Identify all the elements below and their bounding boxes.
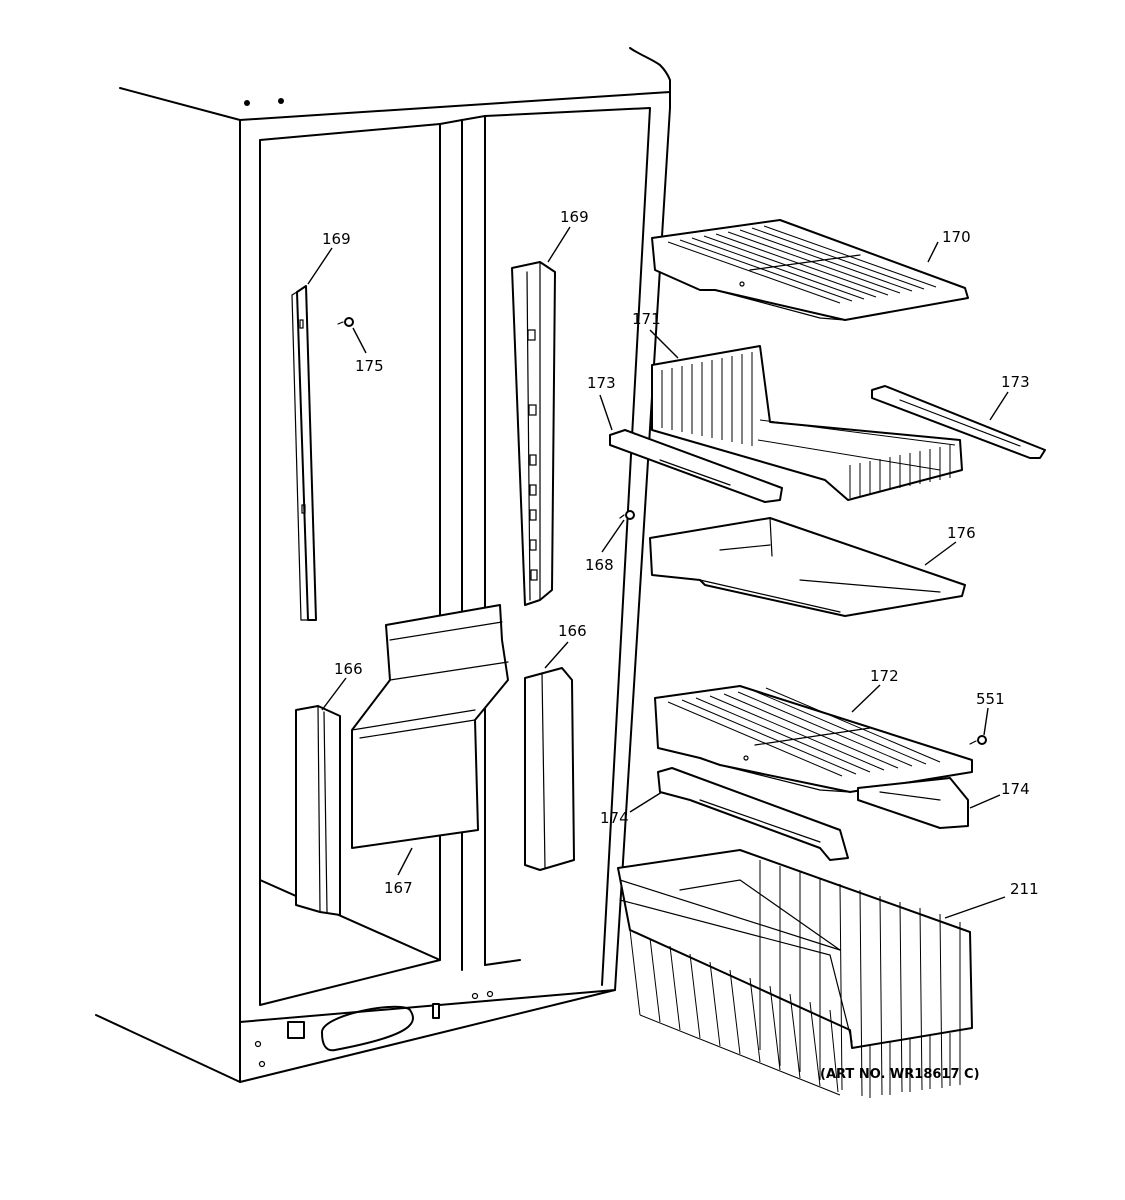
screw-551 [969,735,987,745]
screw-175 [337,317,354,327]
drawer-slide-right [857,777,969,829]
screw-168 [619,510,635,520]
callout-166-left: 166 [334,660,363,678]
shelf-rail-right [511,261,556,606]
callout-167: 167 [384,879,413,897]
callout-173-right: 173 [1001,373,1030,391]
basket-rail-right [871,385,1046,459]
freezer-basket-211 [617,849,973,1098]
callout-171: 171 [632,310,661,328]
callout-170: 170 [942,228,971,246]
air-duct-cover [351,604,509,849]
basket-rail-left [609,429,783,503]
shelf-rail-left [291,285,317,621]
callout-174-right: 174 [1001,780,1030,798]
drawer-slide-left [657,767,849,861]
shelf-172 [654,685,973,793]
callout-551: 551 [976,690,1005,708]
trim-left [295,705,341,916]
leader-lines [307,226,1009,919]
shelf-frame-176 [649,517,966,617]
callout-175: 175 [355,357,384,375]
shelf-170 [651,219,969,321]
callout-176: 176 [947,524,976,542]
callout-173-left: 173 [587,374,616,392]
callout-168: 168 [585,556,614,574]
callout-169-right: 169 [560,208,589,226]
callout-166-right: 166 [558,622,587,640]
freezer-cabinet [95,47,671,1083]
basket-171 [651,345,963,501]
callout-172: 172 [870,667,899,685]
trim-right [524,667,575,871]
callout-174-left: 174 [600,809,629,827]
callout-labels: 169 169 170 171 173 173 175 168 176 166 … [322,208,1039,898]
callout-211: 211 [1010,880,1039,898]
callout-169-left: 169 [322,230,351,248]
art-number: (ART NO. WR18617 C) [820,1067,980,1082]
